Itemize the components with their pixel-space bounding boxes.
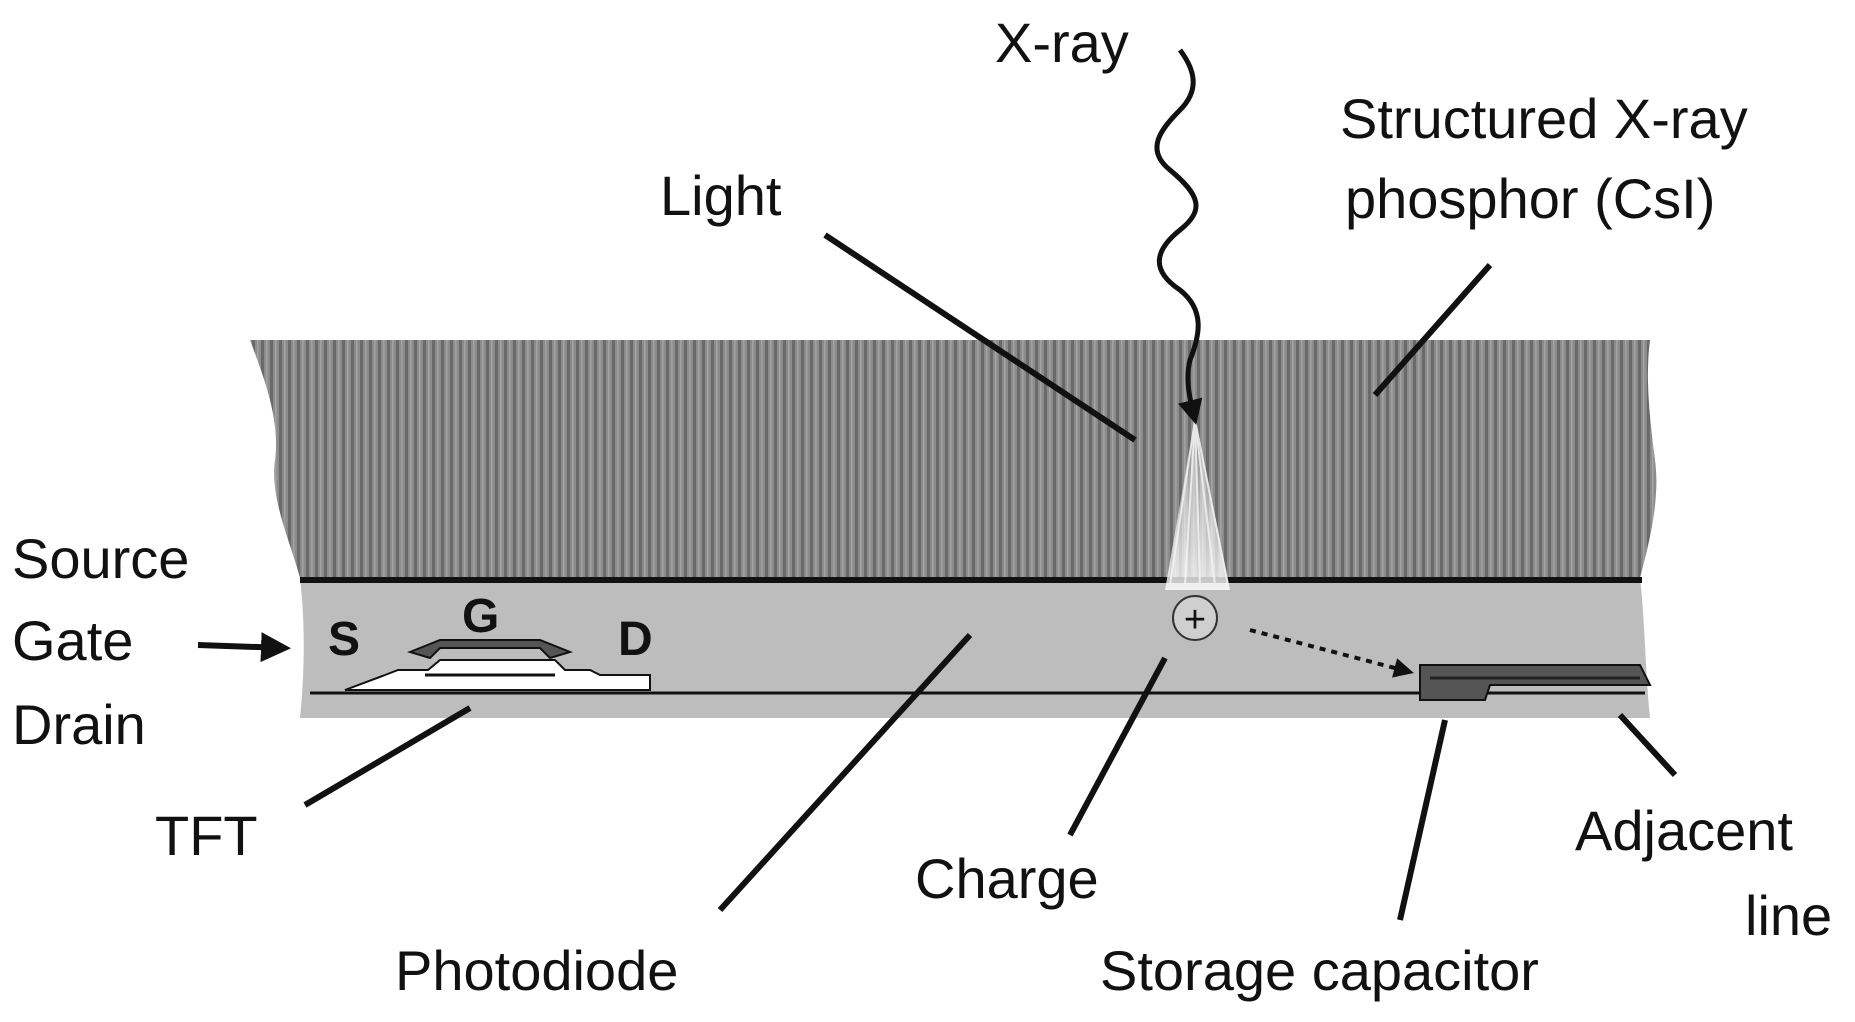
label-adjacent-1: Adjacent — [1575, 799, 1793, 862]
charge-circle — [1172, 595, 1218, 641]
storage-capacitor-shape — [1419, 664, 1652, 701]
label-g: G — [462, 590, 499, 643]
tft-gate — [406, 639, 574, 660]
light-pointer — [823, 232, 1137, 443]
charge-pointer — [1067, 656, 1168, 837]
label-phosphor-1: Structured X-ray — [1340, 87, 1748, 150]
label-s: S — [328, 613, 360, 666]
source-gate-drain-pointer — [197, 632, 291, 663]
pointer-lines — [197, 232, 1678, 921]
charge-transfer-arrow — [1249, 628, 1414, 678]
label-gate: Gate — [12, 609, 133, 672]
photodiode-pointer — [717, 632, 973, 913]
phosphor-layer — [250, 340, 1657, 578]
label-charge: Charge — [915, 847, 1099, 910]
label-adjacent-2: line — [1745, 884, 1832, 947]
adjacent-line-pointer — [1617, 712, 1678, 778]
label-source: Source — [12, 527, 189, 590]
label-storage-capacitor: Storage capacitor — [1100, 939, 1539, 1002]
label-xray: X-ray — [995, 11, 1129, 74]
label-phosphor-2: phosphor (CsI) — [1345, 167, 1715, 230]
light-rays — [1169, 419, 1229, 586]
label-drain: Drain — [12, 693, 146, 756]
label-d: D — [618, 613, 653, 666]
tft-pointer — [303, 705, 472, 808]
storage-capacitor-pointer — [1397, 719, 1448, 921]
plus-sign: + — [1184, 599, 1206, 641]
label-light: Light — [660, 164, 782, 227]
label-tft: TFT — [155, 804, 258, 867]
phosphor-pointer — [1372, 263, 1493, 397]
xray-wave — [1154, 48, 1203, 425]
label-photodiode: Photodiode — [395, 939, 678, 1002]
